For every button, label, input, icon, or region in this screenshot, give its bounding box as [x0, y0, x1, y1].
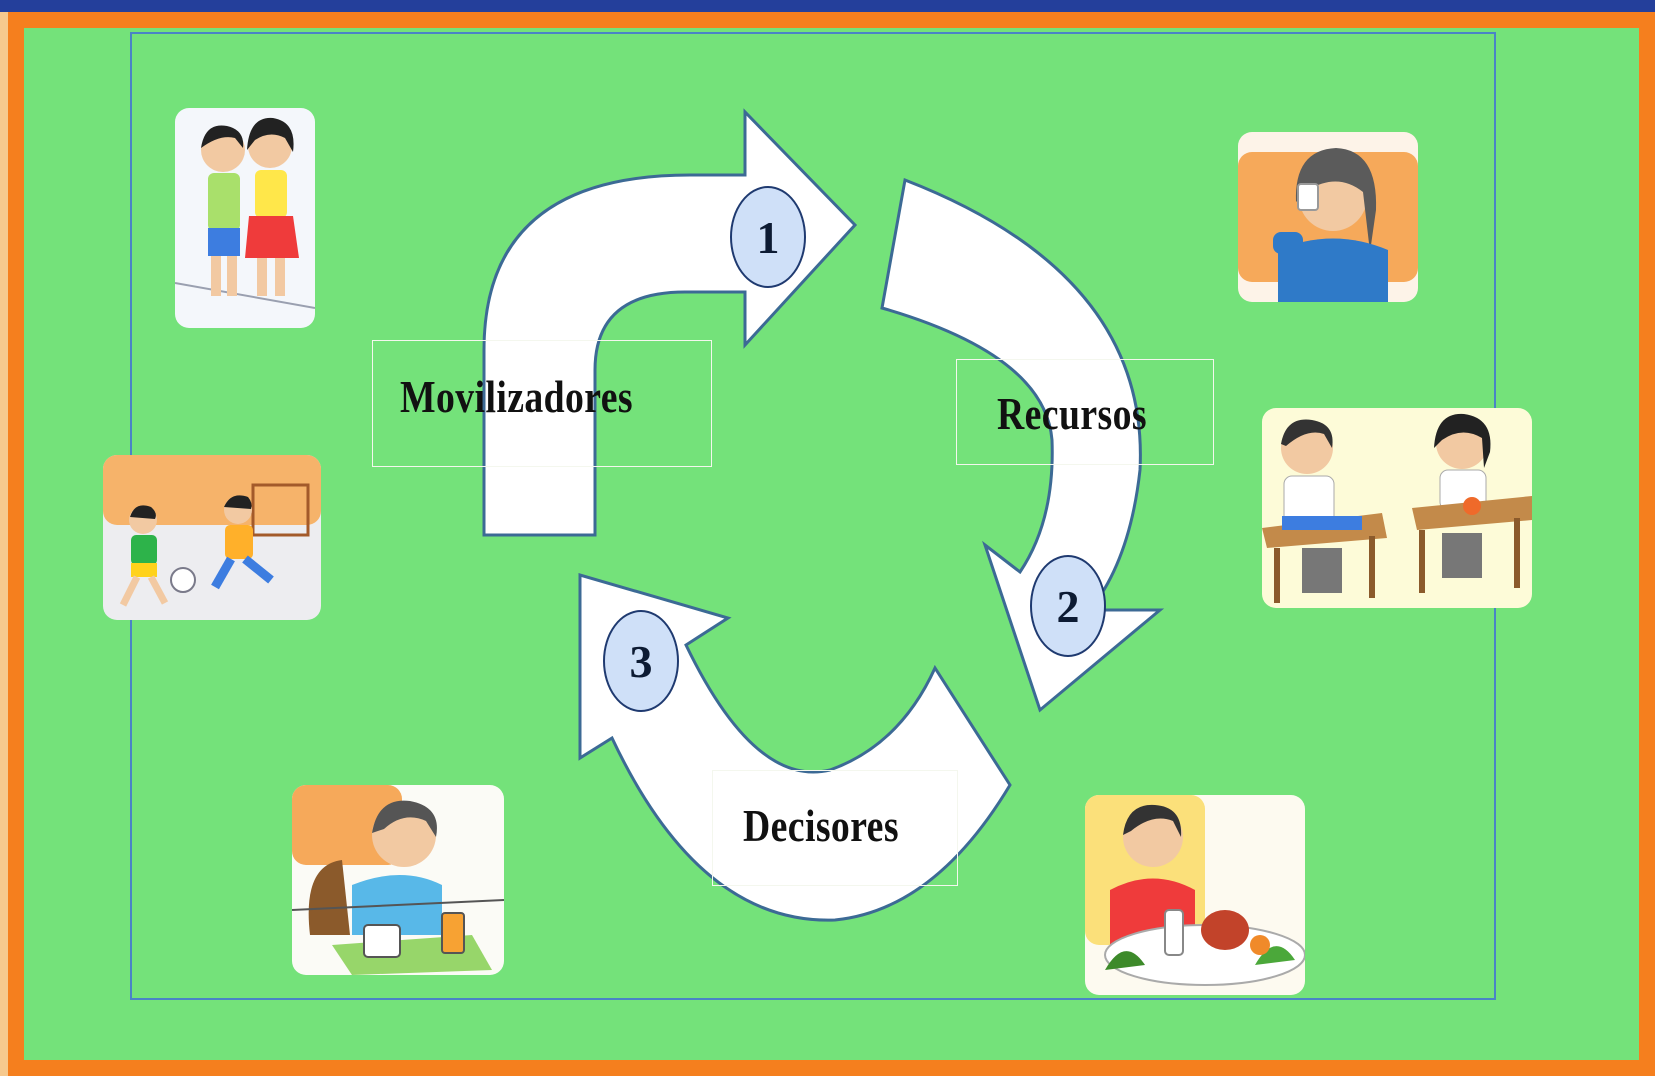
decisores-label: Decisores	[743, 800, 899, 851]
child-eating-at-table-picture	[292, 785, 504, 975]
arrow-1	[482, 108, 858, 537]
two-children-standing-picture	[175, 108, 315, 328]
children-eating-at-desks-picture	[1262, 408, 1532, 608]
girl-drinking-picture	[1238, 132, 1418, 302]
recursos-box	[956, 359, 1214, 465]
top-bar	[0, 0, 1655, 12]
step-3-badge: 3	[603, 610, 679, 712]
step-2-badge: 2	[1030, 555, 1106, 657]
movilizadores-label: Movilizadores	[400, 371, 634, 422]
arrow-3	[578, 573, 1012, 922]
boy-with-food-picture	[1085, 795, 1305, 995]
recursos-label: Recursos	[997, 388, 1147, 439]
children-playing-ball-picture	[103, 455, 321, 620]
decisores-box	[712, 770, 958, 886]
movilizadores-box	[372, 340, 712, 467]
step-1-badge: 1	[730, 186, 806, 288]
